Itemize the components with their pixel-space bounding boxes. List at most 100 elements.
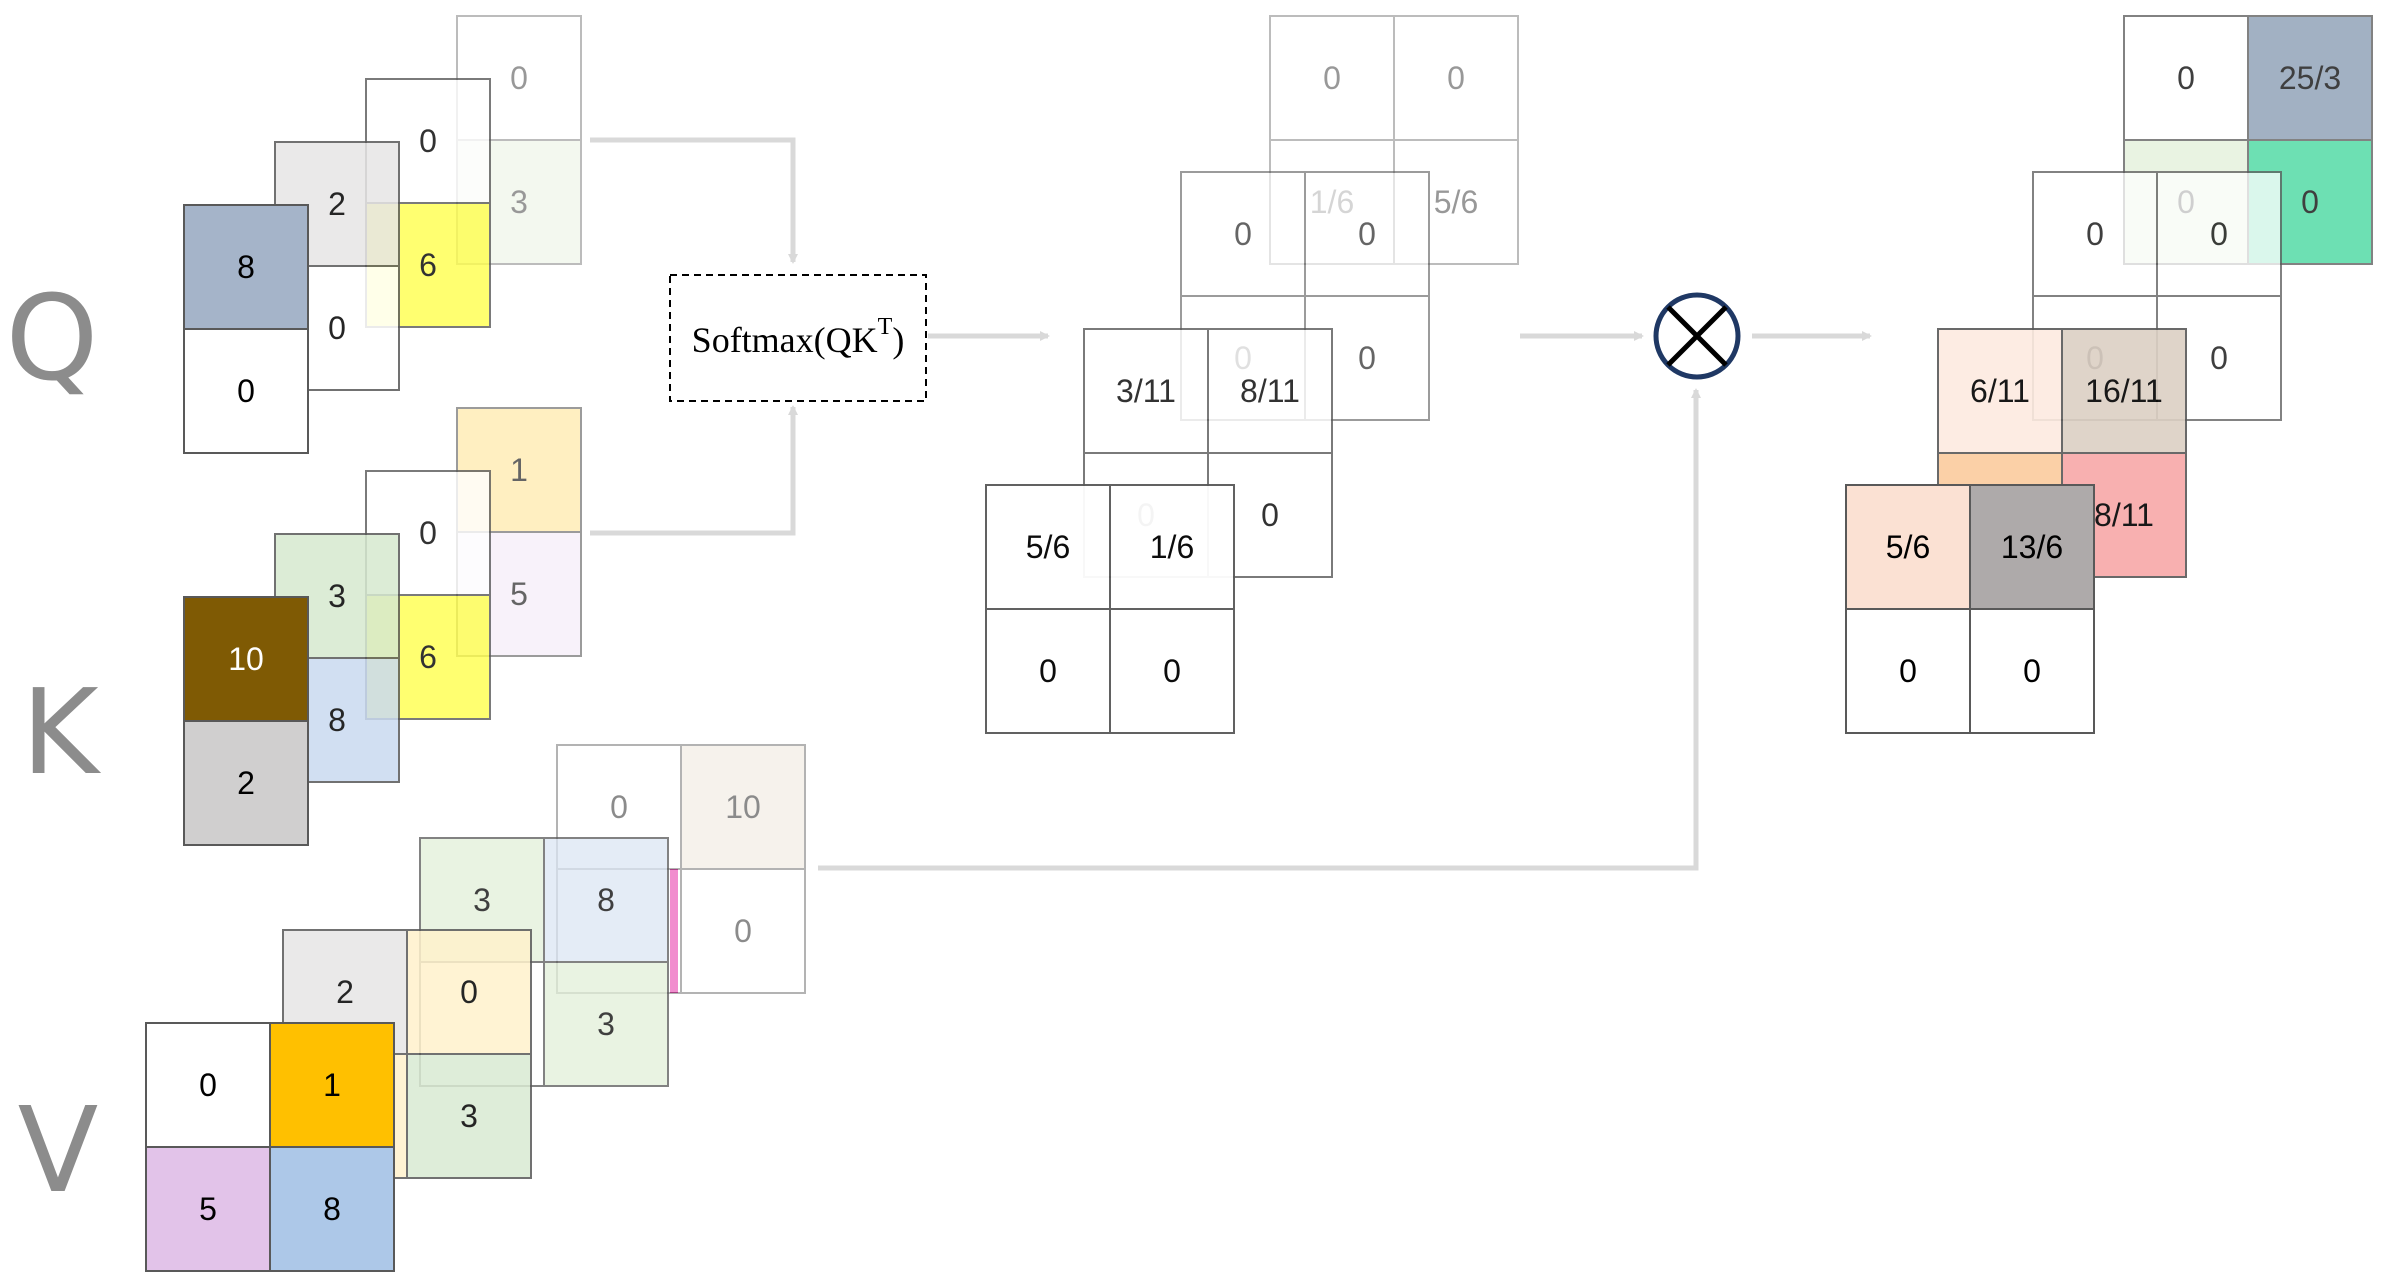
v-matrix-cell [145, 1146, 271, 1272]
attention-matrix-cell-value: 0 [1447, 60, 1465, 96]
output-matrix-cell-value: 25/3 [2279, 60, 2341, 96]
v-matrix-cell [680, 744, 806, 870]
q-label: Q [6, 269, 99, 407]
v-matrix-cell-value: 2 [336, 974, 354, 1010]
q-matrix-cell-value: 0 [510, 60, 528, 96]
v-to-multiply-arrow [818, 388, 1701, 871]
k-matrix-cell-value: 3 [328, 578, 346, 614]
output-matrix-cell-value: 0 [2301, 184, 2319, 220]
q-matrix-layer: 80 [183, 204, 309, 454]
attention-matrix-cell [1269, 15, 1395, 141]
q-matrix-cell-value: 3 [510, 184, 528, 220]
output-matrix-cell-value: 16/11 [2085, 373, 2163, 409]
k-matrix-layer: 10 2 [183, 596, 309, 846]
v-matrix-cell [680, 868, 806, 994]
attention-matrix-cell-value: 0 [1358, 340, 1376, 376]
output-matrix-cell [1969, 608, 2095, 734]
softmax-box: Softmax(QKT) [669, 274, 927, 402]
v-matrix-cell [145, 1022, 271, 1148]
output-matrix-cell-value: 13/6 [2001, 529, 2063, 565]
q-matrix-cell [183, 204, 309, 330]
v-matrix-cell [269, 1146, 395, 1272]
q-matrix-cell-value: 0 [328, 310, 346, 346]
attention-matrix-cell-value: 0 [1261, 497, 1279, 533]
output-matrix-cell-value: 0 [2177, 60, 2195, 96]
v-matrix-cell-value: 0 [734, 913, 752, 949]
k-matrix-cell-value: 1 [510, 452, 528, 488]
k-matrix-cell-value: 0 [419, 515, 437, 551]
attention-matrix-cell-value: 0 [1358, 216, 1376, 252]
connector-arrows [590, 137, 1872, 871]
v-matrix-edge-stripe [670, 869, 678, 993]
q-to-softmax-arrow [590, 137, 798, 264]
q-matrix-cell [183, 328, 309, 454]
attention-matrix-cell-value: 3/11 [1116, 373, 1176, 409]
output-matrix-cell-value: 0 [1899, 653, 1917, 689]
attention-matrix-cell-value: 0 [1163, 653, 1181, 689]
output-matrix-cell [1845, 608, 1971, 734]
v-matrix-layer: 0 1 5 8 [145, 1022, 395, 1272]
output-matrix-cell [1969, 484, 2095, 610]
k-matrix-cell-value: 10 [228, 641, 264, 677]
attention-matrix-cell [1109, 608, 1235, 734]
attention-matrix-cell [1304, 171, 1430, 297]
v-matrix-cell-value: 10 [725, 789, 761, 825]
v-matrix-cell-value: 8 [597, 882, 615, 918]
attention-matrix-cell-value: 1/6 [1150, 529, 1194, 565]
q-matrix-cell-value: 6 [419, 247, 437, 283]
k-matrix-cell-value: 6 [419, 639, 437, 675]
attention-matrix-cell [1393, 15, 1519, 141]
q-matrix-cell-value: 0 [237, 373, 255, 409]
output-matrix-cell [2123, 15, 2249, 141]
v-matrix-cell-value: 3 [460, 1098, 478, 1134]
k-matrix-cell [183, 596, 309, 722]
k-matrix-cell-value: 8 [328, 702, 346, 738]
k-to-softmax-arrow [590, 405, 798, 536]
output-matrix-layer: 5/6 13/6 0 0 [1845, 484, 2095, 734]
v-matrix-cell-value: 5 [199, 1191, 217, 1227]
output-matrix-cell-value: 0 [2023, 653, 2041, 689]
attention-matrix-layer: 5/6 1/6 0 0 [985, 484, 1235, 734]
attention-matrix-cell-value: 0 [1323, 60, 1341, 96]
v-matrix-cell-value: 0 [460, 974, 478, 1010]
attention-matrix-cell [1207, 328, 1333, 454]
output-matrix-cell-value: 5/6 [1886, 529, 1930, 565]
attention-matrix-cell-value: 0 [1234, 216, 1252, 252]
k-label: K [21, 663, 101, 801]
attention-matrix-cell-value: 0 [1039, 653, 1057, 689]
output-matrix-cell [1937, 328, 2063, 454]
output-matrix-cell-value: 0 [2086, 216, 2104, 252]
softmax-label: Softmax(QKT) [692, 314, 905, 360]
attention-matrix-cell [1180, 171, 1306, 297]
attention-matrix-cell-value: 8/11 [1240, 373, 1300, 409]
v-label: V [18, 1081, 99, 1219]
output-matrix-cell-value: 0 [2210, 216, 2228, 252]
matrices: 03062080150638102010038320130158001/65/6… [145, 15, 2373, 1272]
output-matrix-cell [1845, 484, 1971, 610]
q-matrix-cell-value: 0 [419, 123, 437, 159]
output-matrix-cell [2061, 328, 2187, 454]
output-matrix-cell [2247, 15, 2373, 141]
v-matrix-cell-value: 0 [610, 789, 628, 825]
k-matrix-cell [183, 720, 309, 846]
k-matrix-cell-value: 2 [237, 765, 255, 801]
attention-matrix-cell [1109, 484, 1235, 610]
v-matrix-cell-value: 0 [199, 1067, 217, 1103]
v-matrix-cell-value: 3 [473, 882, 491, 918]
v-matrix-cell-value: 8 [323, 1191, 341, 1227]
attention-matrix-cell-value: 5/6 [1026, 529, 1070, 565]
v-matrix-cell [269, 1022, 395, 1148]
output-matrix-cell-value: 6/11 [1970, 373, 2030, 409]
v-matrix-cell-value: 1 [323, 1067, 341, 1103]
v-matrix-cell [406, 1053, 532, 1179]
q-matrix-cell-value: 2 [328, 186, 346, 222]
k-matrix-cell-value: 5 [510, 576, 528, 612]
output-matrix-cell-value: 8/11 [2094, 497, 2154, 533]
v-matrix-cell-value: 3 [597, 1006, 615, 1042]
q-matrix-cell-value: 8 [237, 249, 255, 285]
multiply-operator-icon [1653, 292, 1741, 380]
attention-matrix-cell-value: 5/6 [1434, 184, 1478, 220]
output-matrix-cell [2032, 171, 2158, 297]
